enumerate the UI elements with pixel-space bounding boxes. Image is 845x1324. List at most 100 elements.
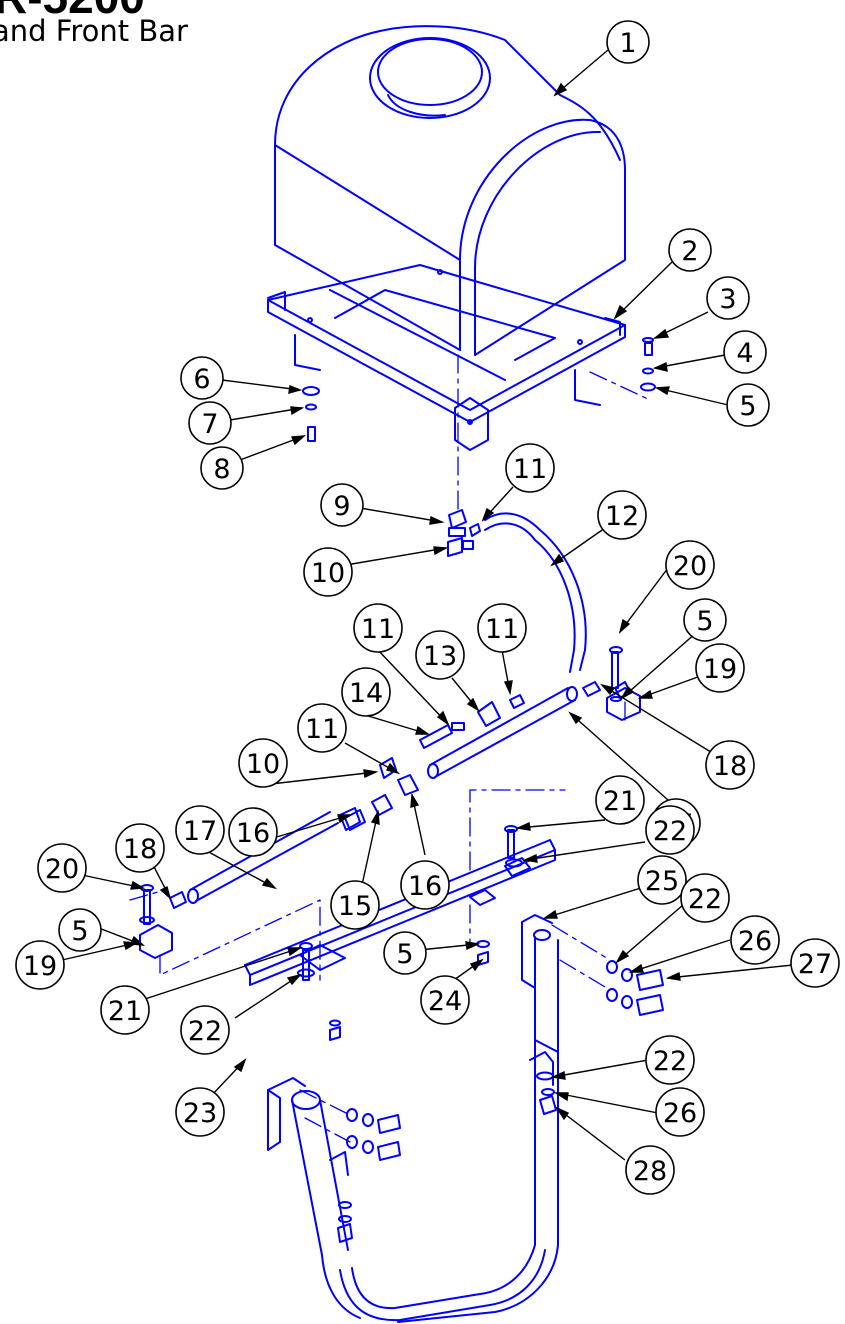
callout-label: 22: [688, 884, 722, 915]
callout-label: 7: [201, 409, 218, 440]
callout-15: 15: [330, 880, 380, 930]
callout-label: 28: [633, 1156, 667, 1187]
tank-frame-part: [267, 264, 626, 451]
callout-18: 18: [115, 823, 165, 873]
upper-bolt-set: [297, 825, 523, 1041]
hardware-stack-right: [640, 337, 656, 392]
callout-11: 11: [477, 603, 527, 653]
callout-label: 9: [333, 491, 350, 522]
callout-10: 10: [303, 547, 353, 597]
page-subtitle: and Front Bar: [0, 14, 188, 48]
callout-8: 8: [200, 446, 244, 490]
callout-label: 16: [408, 871, 442, 902]
callout-label: 20: [45, 854, 79, 885]
callout-label: 19: [23, 951, 57, 982]
callout-3: 3: [706, 276, 750, 320]
callout-label: 11: [305, 714, 339, 745]
callout-label: 21: [108, 996, 142, 1027]
part-linework: [129, 25, 664, 1323]
callout-label: 4: [736, 338, 753, 369]
callout-label: 10: [311, 558, 345, 589]
callout-1: 1: [606, 20, 650, 64]
callout-5: 5: [683, 598, 727, 642]
callout-label: 17: [183, 816, 217, 847]
callout-label: 23: [183, 1098, 217, 1129]
callout-label: 26: [738, 926, 772, 957]
callout-label: 5: [739, 391, 756, 422]
callout-4: 4: [723, 330, 767, 374]
callout-leaders: [61, 49, 794, 1161]
callout-label: 8: [213, 454, 230, 485]
callout-26: 26: [730, 915, 780, 965]
callout-11: 11: [297, 703, 347, 753]
callout-5: 5: [58, 908, 102, 952]
callout-label: 11: [513, 454, 547, 485]
callout-20: 20: [665, 540, 715, 590]
right-hardware-stacks: [337, 960, 664, 1243]
clamps-and-bolts: [139, 646, 641, 959]
callout-label: 13: [423, 641, 457, 672]
callout-17: 17: [175, 805, 225, 855]
callout-5: 5: [726, 383, 770, 427]
callout-label: 12: [605, 501, 639, 532]
tank-part: [274, 25, 626, 356]
callout-22: 22: [645, 1035, 695, 1085]
callout-label: 16: [236, 818, 270, 849]
callout-12: 12: [597, 490, 647, 540]
callout-label: 11: [485, 614, 519, 645]
callout-bubbles: 1 2 3 4 5 6 7 8 9 11 12 10 20 5 11 13 11…: [15, 20, 840, 1195]
callout-label: 1: [619, 28, 636, 59]
callout-label: 22: [188, 1016, 222, 1047]
callout-22: 22: [680, 873, 730, 923]
callout-18: 18: [705, 740, 755, 790]
callout-label: 5: [696, 606, 713, 637]
callout-20: 20: [37, 843, 87, 893]
callout-label: 18: [123, 834, 157, 865]
callout-label: 15: [338, 891, 372, 922]
callout-label: 6: [193, 364, 210, 395]
callout-24: 24: [420, 975, 470, 1025]
callout-6: 6: [180, 356, 224, 400]
callout-22: 22: [645, 805, 695, 855]
page-header: R-5200 and Front Bar: [0, 0, 360, 60]
callout-label: 10: [246, 749, 280, 780]
callout-13: 13: [415, 630, 465, 680]
callout-26: 26: [655, 1087, 705, 1137]
callout-10: 10: [238, 738, 288, 788]
callout-label: 5: [396, 939, 413, 970]
callout-label: 18: [713, 751, 747, 782]
callout-22: 22: [180, 1005, 230, 1055]
callout-9: 9: [320, 483, 364, 527]
callout-19: 19: [15, 940, 65, 990]
callout-label: 14: [349, 678, 383, 709]
callout-21: 21: [595, 775, 645, 825]
callout-2: 2: [668, 228, 712, 272]
callout-label: 22: [653, 1046, 687, 1077]
callout-16: 16: [228, 807, 278, 857]
callout-label: 27: [798, 949, 832, 980]
callout-11: 11: [505, 443, 555, 493]
callout-label: 26: [663, 1098, 697, 1129]
callout-21: 21: [100, 985, 150, 1035]
callout-11: 11: [353, 603, 403, 653]
callout-label: 11: [361, 614, 395, 645]
callout-label: 24: [428, 986, 462, 1017]
callout-27: 27: [790, 938, 840, 988]
callout-label: 21: [603, 786, 637, 817]
callout-16: 16: [400, 860, 450, 910]
callout-7: 7: [188, 401, 232, 445]
hardware-stack-left: [302, 386, 320, 442]
page-title: R-5200: [0, 0, 145, 24]
callout-23: 23: [175, 1087, 225, 1137]
callout-label: 2: [681, 236, 698, 267]
callout-25: 25: [637, 855, 687, 905]
callout-label: 22: [653, 816, 687, 847]
assembly-centerlines: [129, 354, 651, 1143]
plumbing-bar-middle: [344, 681, 631, 831]
callout-label: 20: [673, 551, 707, 582]
callout-5: 5: [383, 931, 427, 975]
callout-label: 19: [703, 654, 737, 685]
callout-label: 3: [719, 284, 736, 315]
callout-label: 5: [71, 916, 88, 947]
